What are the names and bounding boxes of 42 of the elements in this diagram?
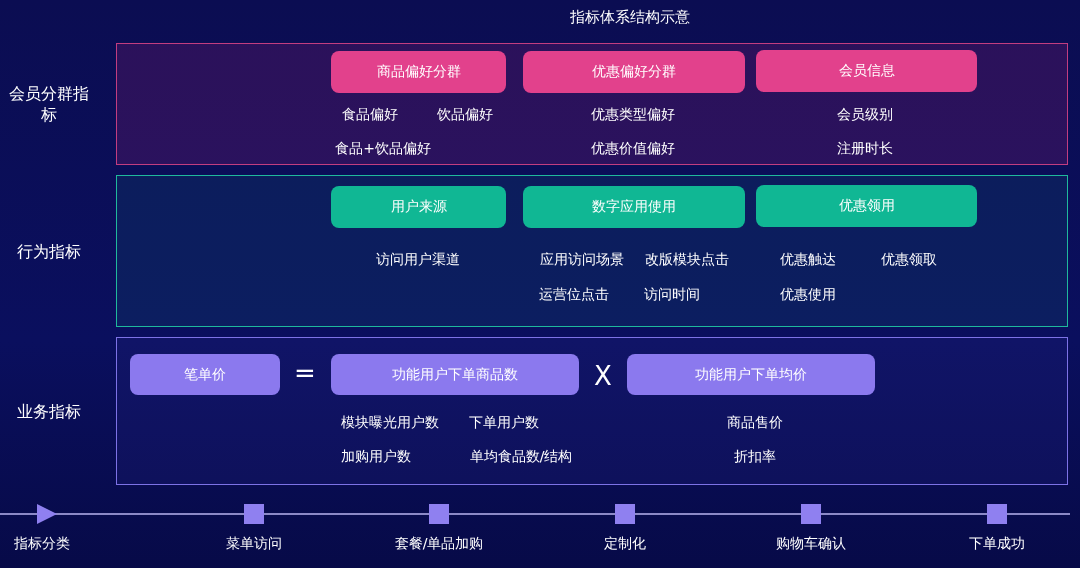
metric-label: 加购用户数 — [341, 448, 411, 466]
metric-label: 优惠类型偏好 — [591, 106, 675, 124]
metric-label: 运营位点击 — [539, 286, 609, 304]
metric-label: 优惠价值偏好 — [591, 140, 675, 158]
stage-label: 菜单访问 — [226, 535, 282, 553]
metric-pill: 优惠偏好分群 — [523, 51, 745, 93]
metric-label: 优惠领取 — [881, 251, 937, 269]
stage-label: 套餐/单品加购 — [394, 535, 484, 553]
metric-pill: 优惠领用 — [756, 185, 977, 227]
metric-label: 饮品偏好 — [437, 106, 493, 124]
metric-pill: 功能用户下单商品数 — [331, 354, 579, 395]
metric-label: 模块曝光用户数 — [341, 414, 439, 432]
metric-pill: 笔单价 — [130, 354, 280, 395]
operator-sign: = — [294, 358, 316, 388]
metric-label: 下单用户数 — [469, 414, 539, 432]
metric-label: 改版模块点击 — [645, 251, 729, 269]
metric-label: 应用访问场景 — [540, 251, 624, 269]
metric-label: 食品+饮品偏好 — [335, 140, 431, 158]
metric-label: 访问时间 — [644, 286, 700, 304]
metric-label: 优惠触达 — [780, 251, 836, 269]
row-heading: 会员分群指标 — [9, 84, 89, 126]
metric-label: 食品偏好 — [342, 106, 398, 124]
metric-pill: 数字应用使用 — [523, 186, 745, 228]
metric-label: 会员级别 — [837, 106, 893, 124]
metric-label: 注册时长 — [837, 140, 893, 158]
metric-pill: 会员信息 — [756, 50, 977, 92]
metric-label: 访问用户渠道 — [376, 251, 460, 269]
metric-pill: 商品偏好分群 — [331, 51, 506, 93]
row-heading: 行为指标 — [16, 241, 82, 263]
stage-label: 定制化 — [604, 535, 646, 553]
stage-label: 下单成功 — [969, 535, 1025, 553]
stage-label: 指标分类 — [14, 535, 70, 553]
metric-label: 单均食品数/结构 — [469, 448, 573, 466]
metric-label: 优惠使用 — [780, 286, 836, 304]
metric-label: 折扣率 — [734, 448, 776, 466]
operator-sign: X — [594, 361, 612, 391]
metric-pill: 功能用户下单均价 — [627, 354, 875, 395]
metric-label: 商品售价 — [727, 414, 783, 432]
stage-label: 购物车确认 — [776, 535, 846, 553]
metric-pill: 用户来源 — [331, 186, 506, 228]
diagram-title: 指标体系结构示意 — [570, 7, 690, 27]
row-heading: 业务指标 — [16, 401, 82, 423]
